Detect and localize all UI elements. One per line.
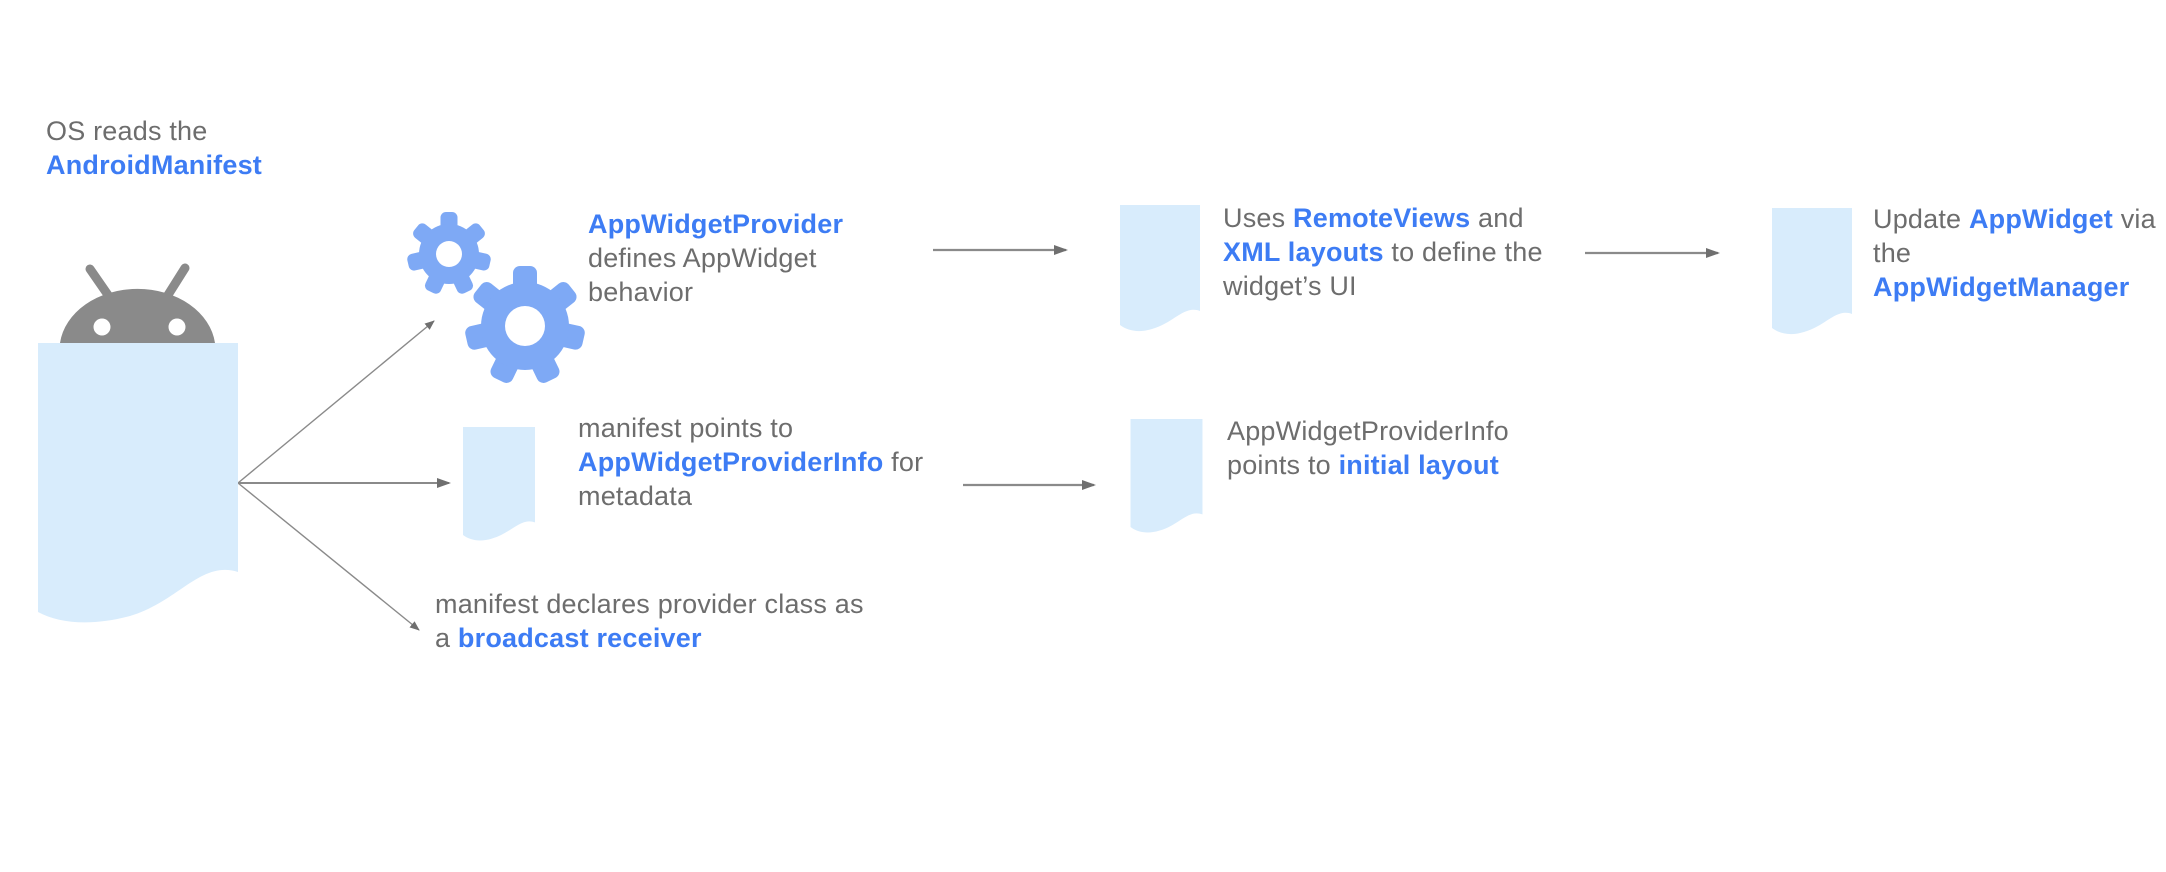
text-segment: Uses [1223, 203, 1294, 233]
text-segment: Update [1873, 204, 1969, 234]
provider-line2: defines AppWidget [588, 243, 817, 273]
initial-layout-link: initial layout [1338, 450, 1499, 480]
caption: OS reads the AndroidManifest [46, 114, 262, 182]
manifest-document-shape [38, 343, 238, 623]
step-provider-text: AppWidgetProvider defines AppWidget beha… [588, 207, 843, 309]
document-icon [1772, 208, 1852, 335]
step-update-text: Update AppWidget via the AppWidgetManage… [1873, 202, 2156, 304]
update-line2: the [1873, 238, 1912, 268]
step-remoteviews-text: Uses RemoteViews and XML layouts to defi… [1223, 201, 1543, 303]
text-segment: points to [1227, 450, 1339, 480]
provider-line3: behavior [588, 277, 694, 307]
broadcast-line1: manifest declares provider class as [435, 589, 864, 619]
appwidget-link: AppWidget [1968, 204, 2113, 234]
update-line1: Update AppWidget via [1873, 202, 2156, 236]
text-segment: to define the [1383, 237, 1543, 267]
remoteviews-link: RemoteViews [1293, 203, 1471, 233]
text-segment: via [2113, 204, 2156, 234]
step-providerinfo-text: manifest points to AppWidgetProviderInfo… [578, 411, 923, 513]
text-segment: for [883, 447, 924, 477]
remoteviews-line3: widget’s UI [1223, 271, 1357, 301]
xml-layouts-link: XML layouts [1223, 237, 1384, 267]
initial-layout-line2: points to initial layout [1227, 448, 1509, 482]
gear-small [407, 212, 491, 294]
caption-line1: OS reads the [46, 116, 208, 146]
providerinfo-link: AppWidgetProviderInfo [578, 447, 884, 477]
providerinfo-line1: manifest points to [578, 413, 794, 443]
initial-layout-line1: AppWidgetProviderInfo [1227, 416, 1509, 446]
appwidgetmanager-link: AppWidgetManager [1873, 272, 2130, 302]
providerinfo-line3: metadata [578, 481, 693, 511]
android-eye-left [93, 318, 111, 336]
document-icon [463, 427, 535, 541]
remoteviews-line2: XML layouts to define the [1223, 235, 1543, 269]
providerinfo-line2: AppWidgetProviderInfo for [578, 445, 923, 479]
remoteviews-line1: Uses RemoteViews and [1223, 201, 1543, 235]
android-manifest-document-icon [38, 263, 238, 623]
arrow-manifest-to-gears-icon [237, 320, 435, 484]
document-icon [1130, 419, 1203, 533]
arrow-manifest-to-broadcast-icon [237, 482, 420, 631]
step-broadcast-text: manifest declares provider class as a br… [435, 587, 864, 655]
android-eye-right [168, 318, 186, 336]
broadcast-line2: a broadcast receiver [435, 621, 864, 655]
gear-large [465, 266, 585, 383]
caption-manifest-label: AndroidManifest [46, 150, 262, 180]
broadcast-receiver-link: broadcast receiver [457, 623, 702, 653]
document-icon [1120, 205, 1200, 332]
step-initial-layout-text: AppWidgetProviderInfo points to initial … [1227, 414, 1509, 482]
android-robot-icon [60, 263, 215, 343]
gears-icon [407, 212, 585, 383]
text-segment: and [1470, 203, 1524, 233]
text-segment: a [435, 623, 458, 653]
provider-link: AppWidgetProvider [588, 209, 844, 239]
